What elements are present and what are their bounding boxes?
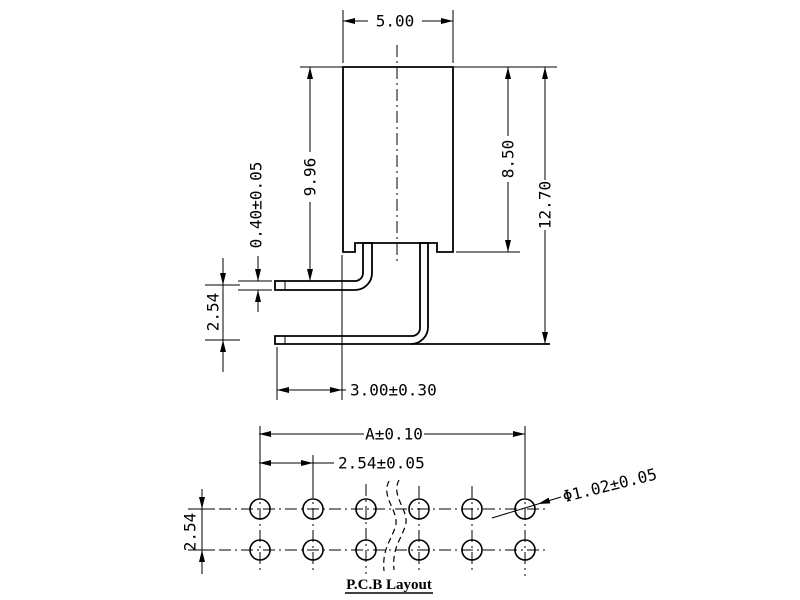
- pcb-layout-view: A±0.10 2.54±0.05 2.54 Φ1.02±0.05 P.C.B L…: [181, 425, 659, 594]
- side-view: 5.00 9.96 8.50 12.70 0.40±0.: [204, 10, 557, 400]
- dim-hole-pitch-label: 2.54±0.05: [338, 454, 425, 473]
- dim-tail-length: 3.00±0.30: [276, 255, 437, 400]
- pcb-layout-title: P.C.B Layout: [345, 577, 433, 594]
- break-mark: [383, 479, 407, 572]
- dim-pin-thickness: 0.40±0.05: [238, 162, 272, 312]
- upper-pin: [274, 242, 373, 291]
- dim-side-row-pitch-label: 2.54: [204, 293, 223, 332]
- pcb-hole: [514, 498, 536, 520]
- dim-total-height-label: 12.70: [536, 181, 555, 229]
- dim-inner-height-label: 9.96: [301, 158, 320, 197]
- dim-body-height-label: 8.50: [499, 140, 518, 179]
- dim-total-height: 12.70: [536, 67, 555, 344]
- dim-hole-diameter-label: Φ1.02±0.05: [561, 464, 659, 506]
- dim-pin-thickness-label: 0.40±0.05: [247, 162, 266, 249]
- dim-hole-diameter: Φ1.02±0.05: [491, 464, 659, 519]
- pcb-hole: [408, 498, 430, 520]
- pcb-layout-title-label: P.C.B Layout: [346, 577, 432, 593]
- pcb-hole: [355, 539, 377, 561]
- dim-body-width-label: 5.00: [376, 12, 415, 31]
- connector-body-outline: [342, 66, 454, 253]
- dim-pcb-row-pitch: 2.54: [181, 489, 213, 574]
- pcb-hole: [249, 539, 271, 561]
- pcb-holes: [249, 498, 536, 561]
- pcb-hole: [461, 498, 483, 520]
- lower-pin: [274, 242, 429, 345]
- pcb-hole: [302, 498, 324, 520]
- dim-body-height: 8.50: [453, 66, 557, 253]
- pcb-hole: [461, 539, 483, 561]
- dim-side-row-pitch: 2.54: [204, 258, 240, 372]
- dim-overall-span-label: A±0.10: [365, 425, 423, 444]
- pcb-hole: [249, 498, 271, 520]
- column-centerlines: [259, 484, 526, 576]
- dim-inner-height: 9.96: [300, 66, 343, 281]
- dim-hole-pitch: 2.54±0.05: [259, 454, 425, 473]
- pcb-hole: [514, 539, 536, 561]
- dim-tail-length-label: 3.00±0.30: [350, 381, 437, 400]
- dim-body-width: 5.00: [342, 10, 454, 63]
- pcb-hole: [355, 498, 377, 520]
- pcb-hole: [302, 539, 324, 561]
- dim-overall-span: A±0.10: [259, 425, 525, 444]
- pcb-hole: [408, 539, 430, 561]
- dim-pcb-row-pitch-label: 2.54: [181, 513, 200, 552]
